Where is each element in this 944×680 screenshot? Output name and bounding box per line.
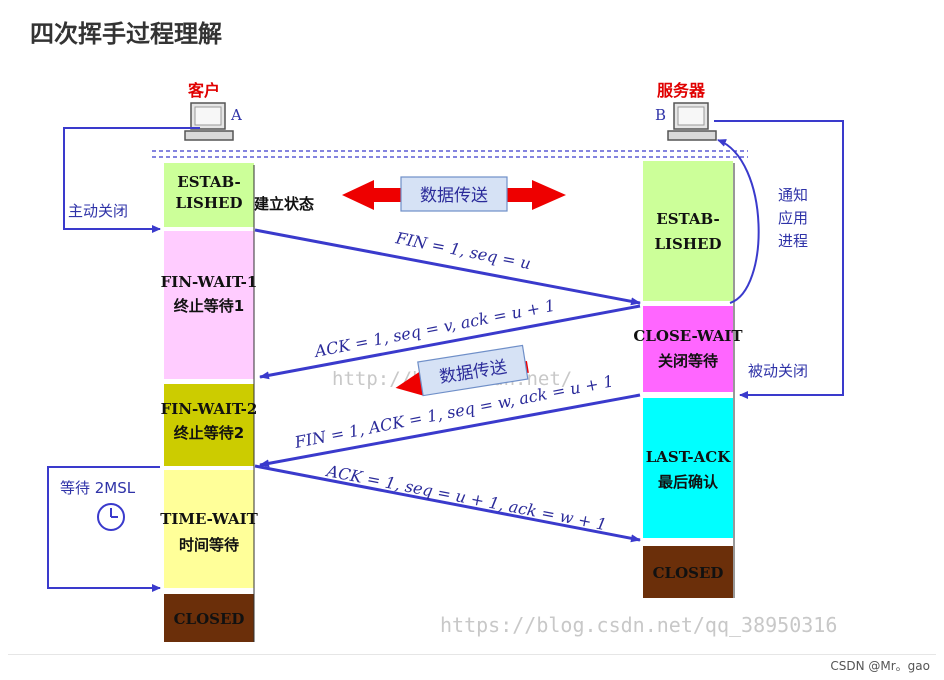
- client-fin-wait-1-box: [164, 231, 254, 379]
- client-time-wait-line1: TIME-WAIT: [160, 510, 258, 528]
- client-fin-wait-2-line2: 终止等待2: [174, 424, 244, 442]
- watermark-bottom: https://blog.csdn.net/qq_38950316: [440, 613, 837, 637]
- client-closed-box: [164, 594, 254, 642]
- passive-close-label: 被动关闭: [748, 362, 808, 380]
- server-established-box: [643, 161, 733, 301]
- client-role-label: 客户: [188, 81, 220, 100]
- client-established-line1: ESTAB-: [177, 173, 240, 191]
- client-time-wait-line2: 时间等待: [179, 536, 239, 554]
- client-closed-label: CLOSED: [174, 610, 245, 628]
- client-fin-wait-1-line1: FIN-WAIT-1: [161, 273, 258, 291]
- four-way-handshake-diagram: 客户 服务器 A B ESTAB- LISHED 建立状态 FIN-WAIT-1…: [47, 81, 844, 642]
- server-established-line1: ESTAB-: [656, 210, 719, 228]
- server-established-line2: LISHED: [654, 235, 721, 253]
- notify-app-line1: 通知: [778, 186, 808, 204]
- client-letter: A: [230, 106, 242, 124]
- notify-app-line3: 进程: [778, 232, 808, 250]
- clock-icon: [97, 503, 125, 531]
- page-title: 四次挥手过程理解: [30, 20, 222, 48]
- server-close-wait-box: [643, 306, 733, 392]
- csdn-credit: CSDN @Mr。gao: [830, 659, 930, 673]
- fin-ack-arrow-server-to-client: [259, 393, 641, 468]
- client-established-box: [164, 163, 254, 227]
- client-established-line2: LISHED: [175, 194, 242, 212]
- client-fin-wait-2-line1: FIN-WAIT-2: [161, 400, 258, 418]
- server-last-ack-line2: 最后确认: [658, 473, 719, 491]
- data-transfer-arrow-2: 数据传送: [395, 344, 529, 397]
- notify-app-line2: 应用: [778, 209, 808, 227]
- message-ack-w1: ACK = 1, seq = u + 1, ack = w + 1: [323, 461, 608, 534]
- server-close-wait-line1: CLOSE-WAIT: [633, 327, 743, 345]
- server-letter: B: [655, 106, 666, 124]
- server-computer-icon: [667, 102, 717, 141]
- fin-arrow-client-to-server: [254, 228, 641, 306]
- server-closed-box: [643, 546, 733, 598]
- ack-arrow-server-to-client: [259, 304, 641, 380]
- final-ack-arrow-client-to-server: [254, 464, 641, 543]
- data-transfer-label-1: 数据传送: [420, 186, 488, 206]
- footer-divider: [8, 654, 936, 655]
- notify-application-curve: [717, 139, 760, 304]
- wait-2msl-label: 等待 2MSL: [60, 479, 136, 497]
- client-fin-wait-1-line2: 终止等待1: [174, 297, 244, 315]
- client-computer-icon: [184, 102, 234, 141]
- active-close-connector: [63, 127, 200, 233]
- server-last-ack-box: [643, 398, 733, 538]
- data-transfer-double-arrow: 数据传送: [342, 176, 566, 212]
- active-close-label: 主动关闭: [68, 202, 128, 220]
- server-closed-label: CLOSED: [653, 564, 724, 582]
- client-established-tail: 建立状态: [254, 195, 314, 213]
- passive-close-connector: [714, 120, 844, 399]
- server-role-label: 服务器: [657, 81, 706, 100]
- client-time-wait-box: [164, 470, 254, 588]
- server-last-ack-line1: LAST-ACK: [646, 448, 731, 466]
- client-fin-wait-2-box: [164, 384, 254, 466]
- wait-2msl-connector: [47, 466, 161, 592]
- message-fin-u: FIN = 1, seq = u: [393, 228, 532, 273]
- server-close-wait-line2: 关闭等待: [658, 352, 718, 370]
